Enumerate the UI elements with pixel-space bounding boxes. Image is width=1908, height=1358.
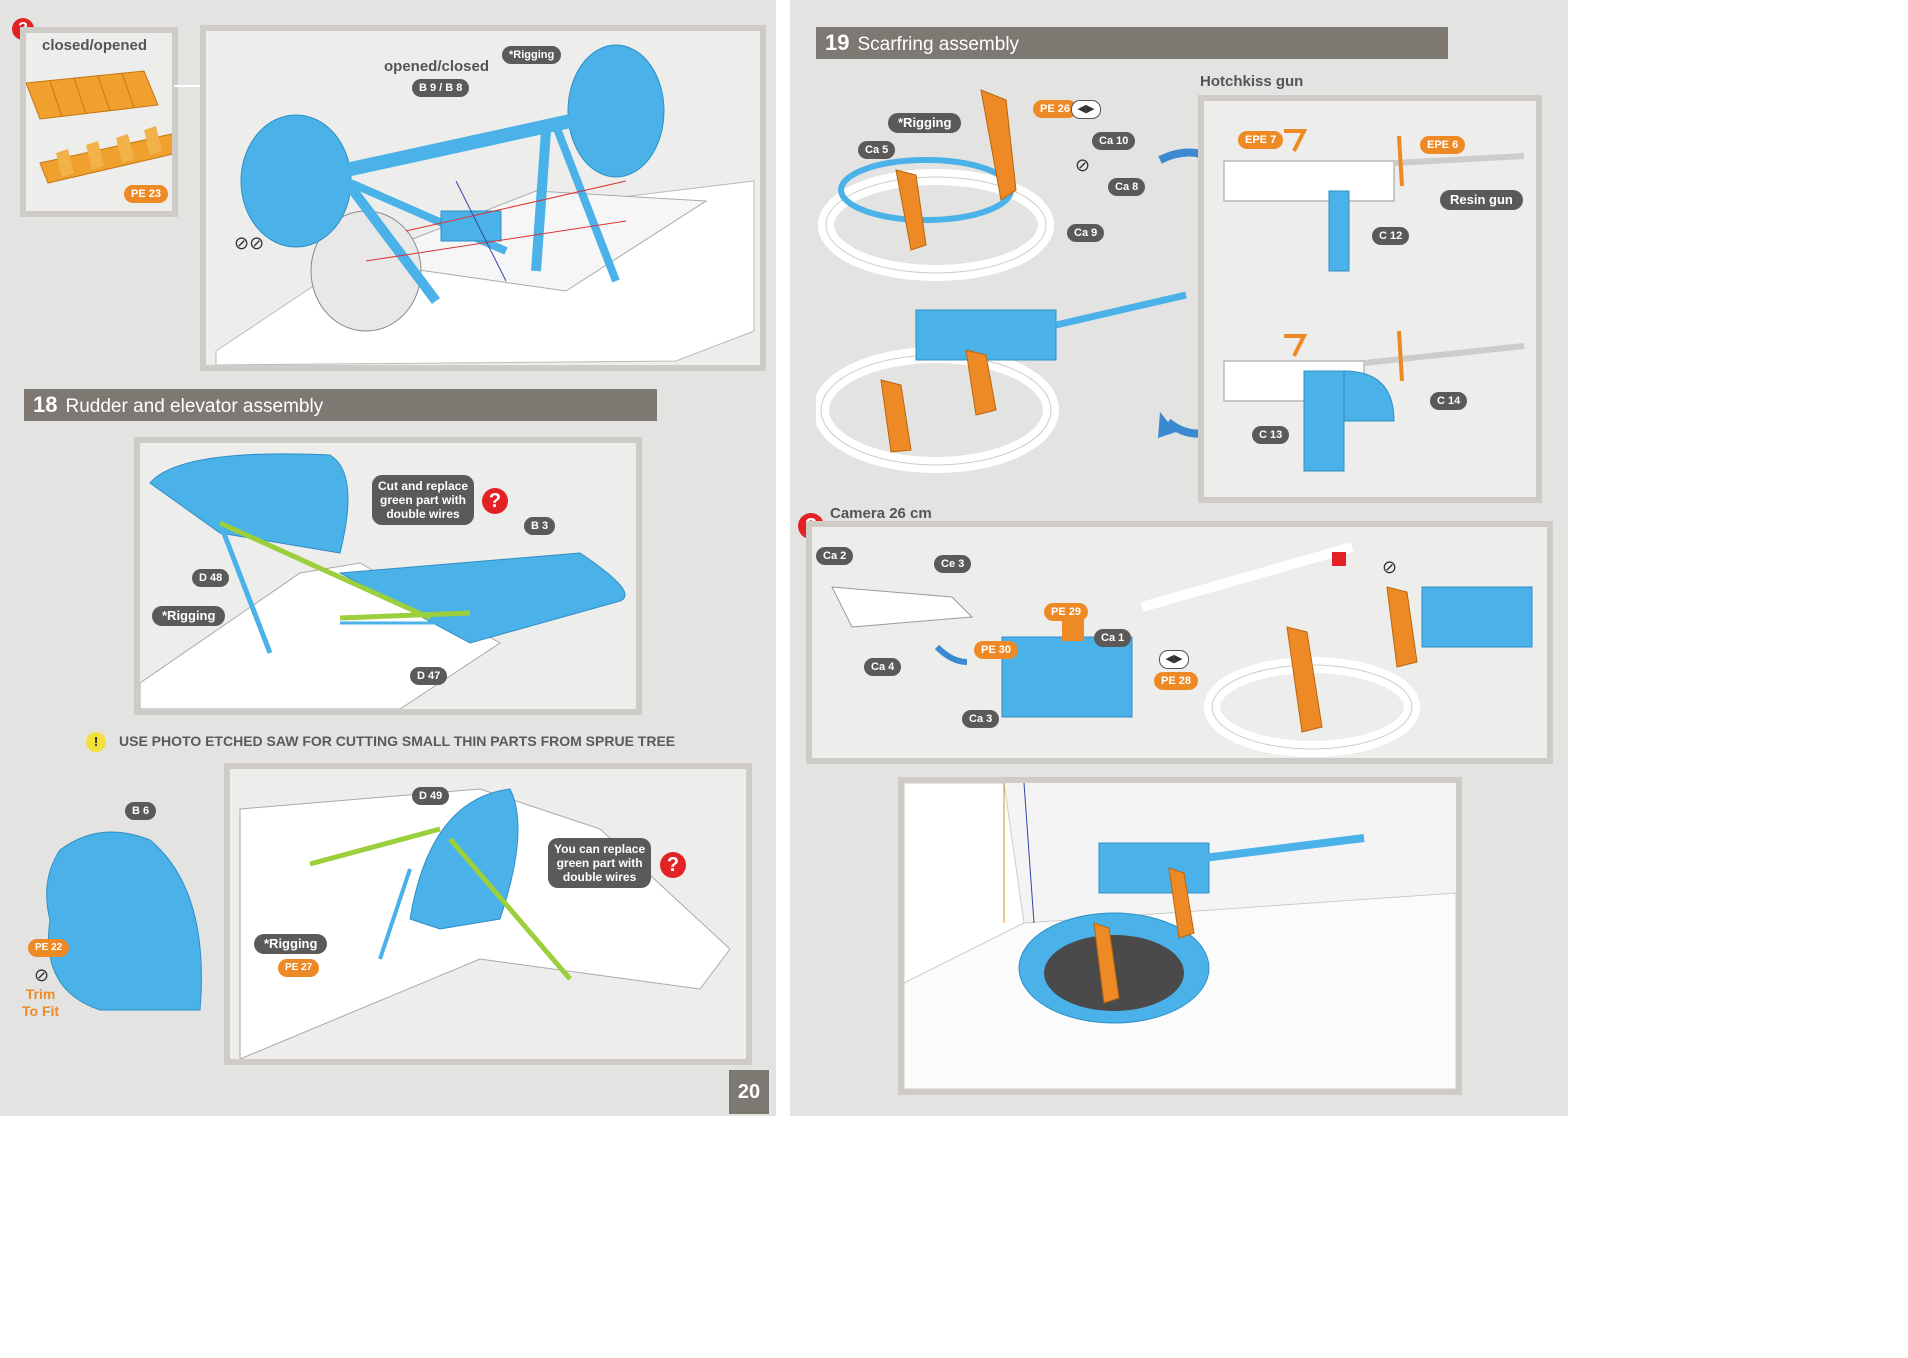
hotchkiss-gun-illustration: EPE 7 EPE 6 Resin gun C 12 C 14 C 13 [1198, 95, 1542, 503]
pe30-label: PE 30 [974, 641, 1018, 659]
rigging-label: *Rigging [888, 113, 962, 133]
c12-label: C 12 [1372, 227, 1410, 245]
warning-text: USE PHOTO ETCHED SAW FOR CUTTING SMALL T… [119, 733, 676, 749]
ca5-label: Ca 5 [858, 141, 896, 159]
b3-label: B 3 [524, 517, 556, 535]
landing-gear-illustration: opened/closed B 9 / B 8 *Rigging ⊘⊘ [200, 25, 766, 371]
camera-title: Camera 26 cm [830, 505, 932, 522]
tail-assembly-illustration: D 49 You can replace green part with dou… [224, 763, 752, 1065]
b9-b8-label: B 9 / B 8 [412, 79, 470, 97]
c13-label: C 13 [1252, 426, 1290, 444]
rudder-b6-part [46, 831, 202, 1011]
step-number: 18 [33, 392, 58, 417]
rudder-elevator-illustration: Cut and replace green part with double w… [134, 437, 642, 715]
step-19-header: 19 Scarfring assembly [816, 27, 1448, 59]
rigging-label: *Rigging [254, 934, 328, 954]
d49-label: D 49 [412, 787, 450, 805]
ca9-label: Ca 9 [1067, 224, 1105, 242]
ca3-label: Ca 3 [962, 710, 1000, 728]
rigging-label: *Rigging [502, 46, 562, 64]
page-number: 20 [729, 1070, 769, 1114]
pe22-label: PE 22 [28, 939, 70, 957]
ca8-label: Ca 8 [1108, 178, 1146, 196]
d47-label: D 47 [410, 667, 448, 685]
hobby-knife-icon: ⊘⊘ [234, 233, 265, 253]
louvre-inset: closed/opened PE 23 [20, 27, 178, 217]
pe23-label: PE 23 [124, 185, 168, 203]
ca4-label: Ca 4 [864, 658, 902, 676]
question-mark-icon: ? [482, 488, 508, 514]
b6-label: B 6 [125, 802, 157, 820]
opened-closed-label: opened/closed [384, 58, 490, 75]
replace-wires-note: You can replace green part with double w… [548, 838, 652, 888]
pe28-label: PE 28 [1154, 672, 1198, 690]
closed-opened-label: closed/opened [42, 37, 148, 54]
resin-gun-label: Resin gun [1440, 190, 1523, 210]
epe6-label: EPE 6 [1420, 136, 1466, 154]
ca2-label: Ca 2 [816, 547, 854, 565]
double-arrow-icon: ◀▶ [1071, 100, 1101, 119]
right-page: 19 Scarfring assembly Ca 5 *Rigging PE 26… [790, 0, 1568, 1116]
camera-illustration: Ca 2 Ce 3 Ca 4 PE 29 Ca 1 PE 30 ◀▶ PE 28… [806, 521, 1553, 764]
installed-gun-render [898, 777, 1462, 1095]
left-page: ? closed/opened PE 23 [0, 0, 776, 1116]
ca1-label: Ca 1 [1094, 629, 1132, 647]
step-18-header: 18 Rudder and elevator assembly [24, 389, 657, 421]
ca10-label: Ca 10 [1092, 132, 1136, 150]
pe26-label: PE 26 [1033, 100, 1077, 118]
scarfring-parts [816, 89, 1187, 473]
rigging-label: *Rigging [152, 606, 226, 626]
question-mark-icon: ? [660, 852, 686, 878]
double-arrow-icon: ◀▶ [1159, 650, 1189, 669]
replace-wires-note: Cut and replace green part with double w… [372, 475, 475, 525]
step-number: 19 [825, 30, 850, 55]
hotchkiss-label: Hotchkiss gun [1200, 73, 1304, 90]
pe27-label: PE 27 [278, 959, 320, 977]
step-title: Rudder and elevator assembly [65, 396, 324, 417]
trim-to-fit-label: Trim To Fit [22, 986, 60, 1019]
step-title: Scarfring assembly [857, 34, 1020, 55]
d48-label: D 48 [192, 569, 230, 587]
hobby-knife-icon: ⊘ [1382, 557, 1398, 577]
pe29-label: PE 29 [1044, 603, 1088, 621]
c14-label: C 14 [1430, 392, 1468, 410]
hobby-knife-icon: ⊘ [1075, 155, 1091, 175]
epe7-label: EPE 7 [1238, 131, 1284, 149]
ce3-label: Ce 3 [934, 555, 972, 573]
warning-icon: ! [86, 732, 106, 752]
hobby-knife-icon: ⊘ [34, 965, 50, 985]
